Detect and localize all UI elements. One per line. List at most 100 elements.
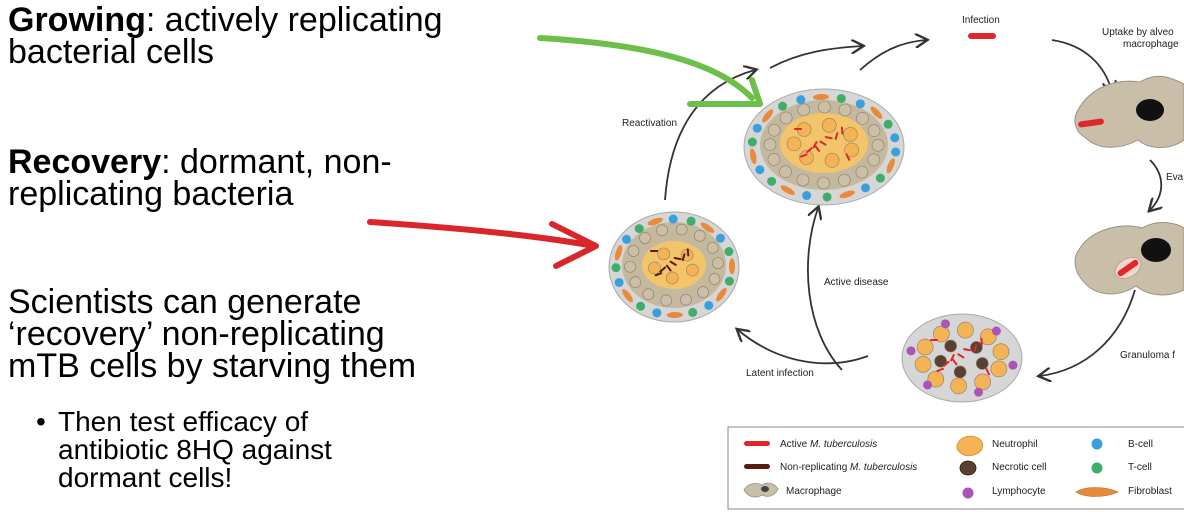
neutrophil-icon xyxy=(821,117,837,133)
macrophage-icon xyxy=(763,138,777,152)
bcell-icon xyxy=(860,183,870,193)
neutrophil-icon xyxy=(648,261,661,275)
lymphocyte-icon xyxy=(923,380,933,390)
active-mtb-icon xyxy=(943,360,950,367)
macrophage-top-nucleus-icon xyxy=(1136,99,1164,121)
fibroblast-icon xyxy=(886,158,895,174)
tcell-icon xyxy=(875,173,885,183)
bullet-dot-icon: • xyxy=(36,406,46,437)
nonrep-mtb-icon xyxy=(673,256,682,261)
legend-label-neutrophil: Neutrophil xyxy=(992,439,1038,450)
bullet-item: • Then test efficacy of antibiotic 8HQ a… xyxy=(36,408,332,492)
granuloma-active-cells xyxy=(747,93,901,202)
necrotic-cell-icon xyxy=(934,354,947,368)
macrophage-icon xyxy=(629,276,642,288)
fibroblast-icon xyxy=(780,185,795,195)
scientists-line2: ‘recovery’ non-replicating xyxy=(8,315,385,353)
bcell-icon xyxy=(622,234,632,244)
neutrophil-icon xyxy=(843,127,858,142)
tcell-icon xyxy=(747,137,757,147)
recovery-text: Recovery: dormant, non- replicating bact… xyxy=(8,143,392,211)
legend-label-bcell: B-cell xyxy=(1128,439,1153,450)
bcell-icon xyxy=(855,99,865,109)
nonrep-mtb-icon xyxy=(659,266,667,273)
bcell-icon xyxy=(890,133,900,143)
tcell-icon xyxy=(836,93,846,103)
necrotic-cell-icon xyxy=(944,339,957,353)
necrotic-cell-icon xyxy=(953,365,967,379)
macrophage-icon xyxy=(818,100,831,114)
fibroblast-icon xyxy=(666,311,683,318)
legend-label-nonrep-mtb: Non-replicating M. tuberculosis xyxy=(780,462,917,473)
recovery-term: Recovery xyxy=(8,143,162,181)
legend-label-macrophage: Macrophage xyxy=(786,486,842,497)
macrophage-icon xyxy=(656,224,668,237)
tcell-icon xyxy=(724,247,734,257)
neutrophil-icon xyxy=(686,263,699,277)
active-mtb-icon xyxy=(806,147,813,154)
nonrep-mtb-icon xyxy=(665,264,672,272)
cycle-arrow-latent-infection xyxy=(738,330,869,365)
nonrep-mtb-icon xyxy=(681,253,686,262)
macrophage-icon xyxy=(767,152,781,166)
macrophage-icon xyxy=(855,165,869,179)
bcell-icon xyxy=(668,214,678,224)
cycle-arrow-to-infection xyxy=(859,40,926,71)
neutrophil-icon xyxy=(950,377,967,395)
neutrophil-icon xyxy=(979,328,997,346)
cycle-arrow-active-disease xyxy=(807,208,843,371)
nonrep-mtb-icon xyxy=(669,260,677,266)
neutrophil-icon xyxy=(927,370,945,388)
bcell-icon xyxy=(796,95,806,105)
macrophage-icon xyxy=(680,293,692,306)
macrophage-icon xyxy=(712,257,724,270)
fibroblast-icon xyxy=(700,222,715,233)
active-mtb-icon xyxy=(973,344,978,352)
legend-nonrep-mtb-icon xyxy=(744,464,770,469)
recovery-definition: : dormant, non- xyxy=(161,143,392,181)
fibroblast-icon xyxy=(728,258,735,275)
tcell-icon xyxy=(636,301,646,311)
label-granuloma-formation: Granuloma f xyxy=(1120,350,1175,361)
red-arrow xyxy=(367,219,597,249)
active-mtb-icon xyxy=(840,126,844,135)
active-mtb-icon xyxy=(819,140,827,146)
neutrophil-icon xyxy=(992,343,1010,360)
label-active-disease: Active disease xyxy=(824,277,889,288)
macrophage-icon xyxy=(797,103,810,117)
tcell-icon xyxy=(767,176,777,186)
macrophage-icon xyxy=(767,123,781,137)
tcell-icon xyxy=(883,119,893,129)
phagocytosed-bacterium-icon xyxy=(1117,259,1139,277)
active-mtb-icon xyxy=(799,153,808,158)
neutrophil-icon xyxy=(657,247,670,261)
legend-active-mtb-icon xyxy=(744,441,770,446)
nonrep-mtb-icon xyxy=(654,272,663,277)
label-uptake: Uptake by alveo xyxy=(1102,27,1174,38)
active-mtb-icon xyxy=(930,339,938,341)
macrophage-icon xyxy=(838,173,851,187)
legend-label-tcell: T-cell xyxy=(1128,462,1152,473)
neutrophil-icon xyxy=(799,150,814,165)
neutrophil-icon xyxy=(916,338,934,356)
fibroblast-icon xyxy=(614,245,623,261)
tcell-icon xyxy=(822,192,832,202)
bcell-icon xyxy=(715,233,725,243)
macrophage-icon xyxy=(642,288,655,301)
bcell-icon xyxy=(891,147,901,157)
active-mtb-icon xyxy=(951,358,958,366)
bcell-icon xyxy=(755,165,765,175)
macrophage-icon xyxy=(838,103,852,117)
fibroblast-icon xyxy=(749,148,757,165)
cycle-arrow-evasion xyxy=(1150,159,1161,210)
macrophage-icon xyxy=(856,112,869,125)
legend-label-fibroblast: Fibroblast xyxy=(1128,486,1172,497)
lymphocyte-icon xyxy=(991,326,1001,336)
legend-lymphocyte-icon xyxy=(962,487,974,499)
active-mtb-icon xyxy=(963,348,971,352)
infection-bacterium-icon xyxy=(968,33,996,39)
necrotic-cell-icon xyxy=(975,357,989,370)
growing-text: Growing: actively replicating bacterial … xyxy=(8,3,443,69)
fibroblast-icon xyxy=(622,289,633,303)
